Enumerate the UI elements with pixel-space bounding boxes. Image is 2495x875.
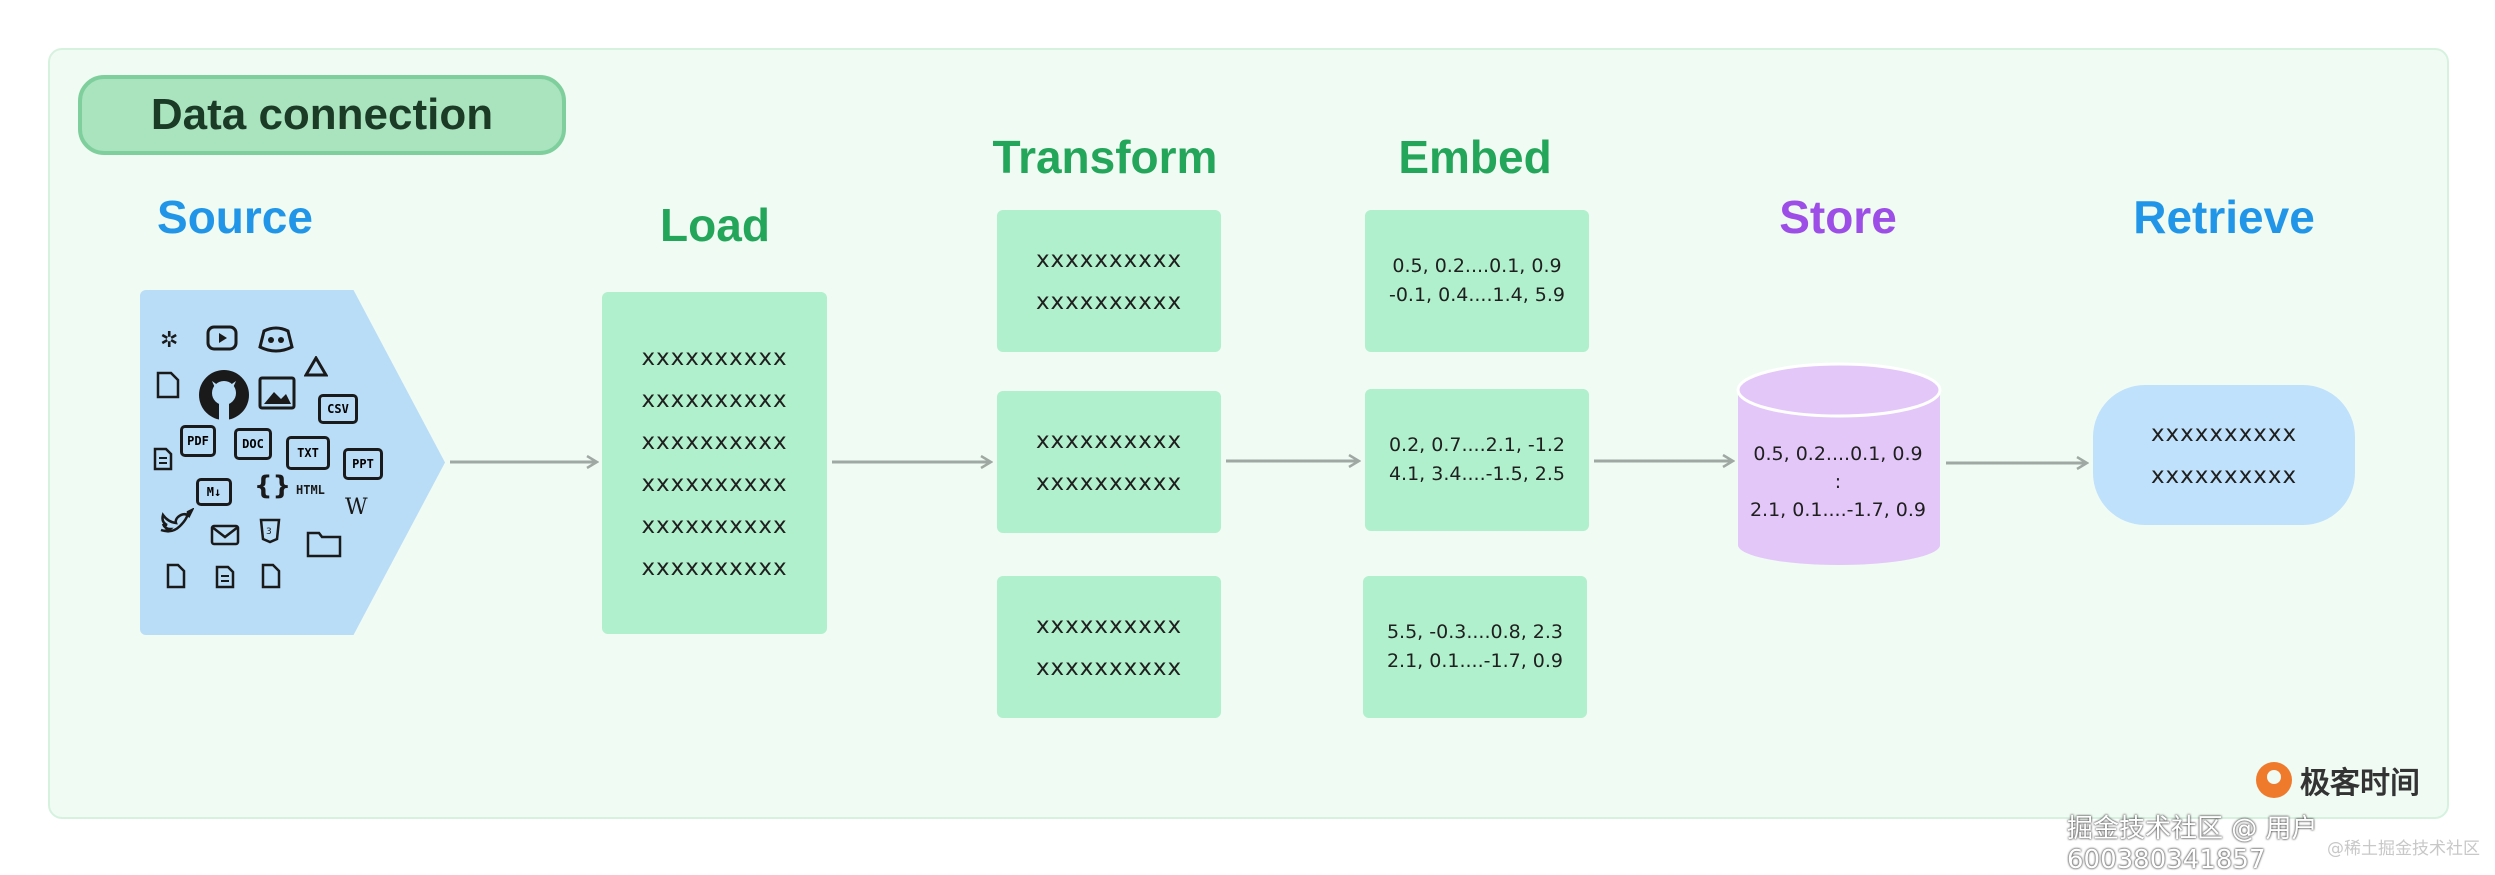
transform-line: xxxxxxxxxx [1035,613,1183,639]
load-line: xxxxxxxxxx [641,471,788,497]
embed-vector: -0.1, 0.4....1.4, 5.9 [1388,284,1566,306]
retrieve-line: xxxxxxxxxx [2150,421,2298,447]
store-line: 2.1, 0.1....-1.7, 0.9 [1749,499,1927,521]
load-line: xxxxxxxxxx [641,345,788,371]
load-line: xxxxxxxxxx [641,555,788,581]
document-icon-2 [214,564,236,593]
store-line: : [1834,471,1842,493]
store-line: 0.5, 0.2....0.1, 0.9 [1753,443,1923,465]
transform-line: xxxxxxxxxx [1035,247,1183,273]
folder-icon [306,528,342,561]
transform-box-2: xxxxxxxxxx xxxxxxxxxx [997,391,1221,533]
json-file-icon: {} [254,471,292,501]
brand-mark-icon [2256,762,2292,798]
stage-heading-load: Load [660,199,770,251]
transform-line: xxxxxxxxxx [1035,428,1183,454]
store-cylinder [1736,362,1942,565]
embed-vector: 5.5, -0.3....0.8, 2.3 [1386,621,1564,643]
svg-text:3: 3 [266,527,272,537]
embed-vector: 4.1, 3.4....-1.5, 2.5 [1388,463,1566,485]
stage-heading-store: Store [1779,191,1897,243]
email-icon [210,524,240,549]
transform-line: xxxxxxxxxx [1035,289,1183,315]
file-icon-3 [260,562,282,593]
stage-heading-transform: Transform [992,131,1218,183]
pdf-file-icon: PDF [180,425,216,457]
embed-box-2: 0.2, 0.7....2.1, -1.2 4.1, 3.4....-1.5, … [1365,389,1589,531]
stage-heading-embed: Embed [1398,131,1552,183]
embed-box-1: 0.5, 0.2....0.1, 0.9 -0.1, 0.4....1.4, 5… [1365,210,1589,352]
embed-vector: 0.2, 0.7....2.1, -1.2 [1388,434,1566,456]
embed-box-3: 5.5, -0.3....0.8, 2.3 2.1, 0.1....-1.7, … [1363,576,1587,718]
google-drive-icon [303,355,329,381]
load-line: xxxxxxxxxx [641,513,788,539]
image-icon [258,376,296,413]
html-file-icon: HTML [296,483,325,497]
ppt-file-icon: PPT [343,448,383,480]
slack-icon: ✲ [160,328,179,353]
txt-file-icon: TXT [286,436,330,470]
css-file-icon: 3 [258,518,282,547]
transform-box-3: xxxxxxxxxx xxxxxxxxxx [997,576,1221,718]
load-box: xxxxxxxxxx xxxxxxxxxx xxxxxxxxxx xxxxxxx… [602,292,827,634]
load-line: xxxxxxxxxx [641,387,788,413]
youtube-icon [206,325,238,354]
brand-name: 极客时间 [2300,767,2420,800]
embed-vector: 0.5, 0.2....0.1, 0.9 [1392,255,1562,277]
retrieve-line: xxxxxxxxxx [2150,463,2298,489]
doc-file-icon: DOC [234,428,272,460]
transform-line: xxxxxxxxxx [1035,655,1183,681]
discord-icon [258,325,294,356]
document-icon [152,446,174,475]
brand-logo: 极客时间 [2256,757,2420,803]
store-vectors: 0.5, 0.2....0.1, 0.9 : 2.1, 0.1....-1.7,… [1738,440,1938,524]
github-icon [197,368,251,425]
transform-box-1: xxxxxxxxxx xxxxxxxxxx [997,210,1221,352]
transform-line: xxxxxxxxxx [1035,470,1183,496]
watermark-small: @稀土掘金技术社区 [2327,839,2480,859]
load-line: xxxxxxxxxx [641,429,788,455]
stage-heading-retrieve: Retrieve [2133,191,2315,243]
file-icon [155,370,181,403]
diagram-title: Data connection [78,75,566,155]
diagram-panel [48,48,2449,819]
twitter-icon [158,507,195,541]
file-icon-2 [165,562,187,593]
stage-heading-source: Source [157,191,313,243]
retrieve-box: xxxxxxxxxx xxxxxxxxxx [2093,385,2355,525]
markdown-file-icon: M↓ [196,478,232,506]
csv-file-icon: CSV [318,394,358,424]
wikipedia-icon: W [345,495,368,520]
embed-vector: 2.1, 0.1....-1.7, 0.9 [1386,650,1564,672]
watermark: 掘金技术社区 @ 用户600380341857 [2067,814,2318,875]
